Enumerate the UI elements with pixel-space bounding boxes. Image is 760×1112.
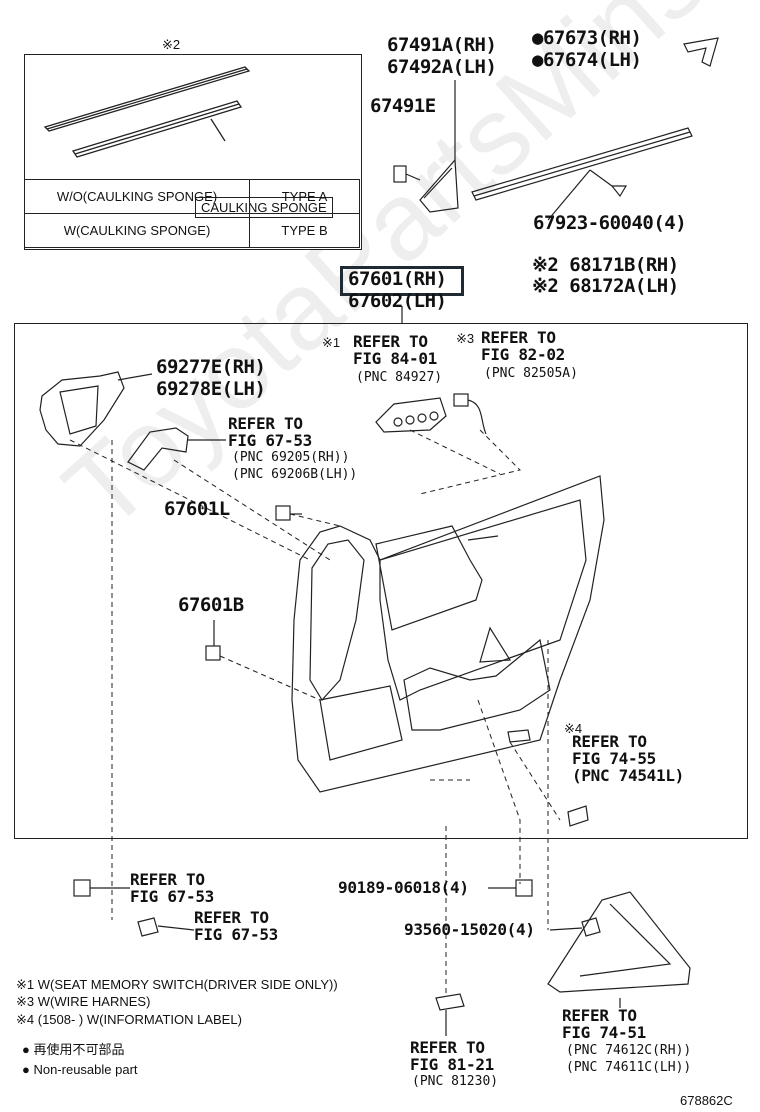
ref-8121-line3: (PNC 81230) [412, 1074, 499, 1089]
highlighted-part-frame[interactable] [340, 266, 464, 296]
part-67673[interactable]: ●67673(RH) [532, 27, 642, 49]
ref-74-line1[interactable]: REFER TO [572, 732, 647, 751]
note-1: ※1 W(SEAT MEMORY SWITCH(DRIVER SIDE ONLY… [16, 977, 338, 992]
ref-82-line3: (PNC 82505A) [484, 366, 578, 381]
part-67602-lh[interactable]: 67602(LH) [348, 290, 447, 312]
part-67601-rh[interactable]: 67601(RH) [348, 268, 447, 290]
weatherstrip-drawing [43, 66, 251, 158]
ref-84-line2[interactable]: FIG 84-01 [353, 349, 437, 368]
part-69277e[interactable]: 69277E(RH) [156, 356, 266, 378]
part-68171b[interactable]: ※2 68171B(RH) [532, 254, 679, 276]
part-67492a[interactable]: 67492A(LH) [387, 56, 497, 78]
ref-6753b-line1[interactable]: REFER TO [130, 870, 205, 889]
part-67491e[interactable]: 67491E [370, 95, 436, 117]
table-cell: W(CAULKING SPONGE) [24, 213, 250, 248]
ref-84-line1[interactable]: REFER TO [353, 332, 428, 351]
ref-6753a-line4: (PNC 69206B(LH)) [232, 467, 358, 482]
legend-en: ● Non-reusable part [22, 1062, 138, 1077]
ref-7451-line4: (PNC 74611C(LH)) [566, 1060, 692, 1075]
part-90189[interactable]: 90189-06018(4) [338, 878, 469, 897]
part-67923[interactable]: 67923-60040(4) [533, 212, 687, 234]
ref-74-line2[interactable]: FIG 74-55 [572, 749, 656, 768]
ref-6753c-line2[interactable]: FIG 67-53 [194, 925, 278, 944]
ref-7451-line3: (PNC 74612C(RH)) [566, 1043, 692, 1058]
part-67674[interactable]: ●67674(LH) [532, 49, 642, 71]
table-cell: TYPE B [249, 213, 360, 248]
ref-6753a-line1[interactable]: REFER TO [228, 414, 303, 433]
type-table: W/O(CAULKING SPONGE) TYPE A W(CAULKING S… [24, 179, 360, 248]
part-68172a[interactable]: ※2 68172A(LH) [532, 275, 679, 297]
inset-mark: ※2 [162, 37, 181, 52]
ref-74-line3: (PNC 74541L) [572, 766, 684, 785]
ref-8121-line2[interactable]: FIG 81-21 [410, 1055, 494, 1074]
ref-7451-line2[interactable]: FIG 74-51 [562, 1023, 646, 1042]
note-3: ※3 W(WIRE HARNES) [16, 994, 151, 1009]
figure-id: 678862C [680, 1093, 733, 1108]
ref-6753a-line3: (PNC 69205(RH)) [232, 450, 350, 465]
ref-6753a-line2[interactable]: FIG 67-53 [228, 431, 312, 450]
main-assembly-box [14, 323, 748, 839]
ref-84-mark: ※1 [322, 335, 341, 350]
part-67491a[interactable]: 67491A(RH) [387, 34, 497, 56]
ref-7451-line1[interactable]: REFER TO [562, 1006, 637, 1025]
part-69278e[interactable]: 69278E(LH) [156, 378, 266, 400]
part-67601l[interactable]: 67601L [164, 498, 230, 520]
ref-6753c-line1[interactable]: REFER TO [194, 908, 269, 927]
note-4: ※4 (1508- ) W(INFORMATION LABEL) [16, 1012, 242, 1027]
ref-82-mark: ※3 [456, 331, 475, 346]
ref-74-mark: ※4 [564, 721, 583, 736]
ref-6753b-line2[interactable]: FIG 67-53 [130, 887, 214, 906]
ref-82-line2[interactable]: FIG 82-02 [481, 345, 565, 364]
ref-82-line1[interactable]: REFER TO [481, 328, 556, 347]
ref-84-line3: (PNC 84927) [356, 370, 443, 385]
part-67601b[interactable]: 67601B [178, 594, 244, 616]
legend-jp: ● 再使用不可部品 [22, 1042, 125, 1057]
ref-8121-line1[interactable]: REFER TO [410, 1038, 485, 1057]
part-93560[interactable]: 93560-15020(4) [404, 920, 535, 939]
table-cell: TYPE A [249, 179, 360, 214]
table-row: W(CAULKING SPONGE) TYPE B [24, 213, 360, 248]
inset-box: CAULKING SPONGE W/O(CAULKING SPONGE) TYP… [24, 54, 362, 250]
